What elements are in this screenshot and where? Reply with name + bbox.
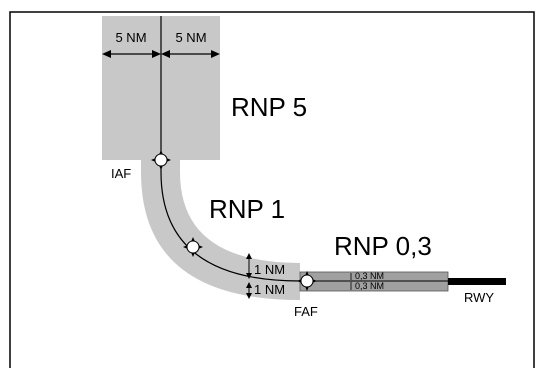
width-label-right: 5 NM <box>175 30 206 45</box>
iaf-waypoint-icon <box>151 150 171 170</box>
rnp1-width-label-upper: 1 NM <box>254 262 285 277</box>
rnp5-label: RNP 5 <box>231 92 307 122</box>
rnp1-label: RNP 1 <box>209 194 285 224</box>
diagram-frame <box>9 11 535 371</box>
iaf-label: IAF <box>111 166 131 181</box>
faf-waypoint-icon <box>297 271 317 291</box>
rnp03-width-label-upper: 0,3 NM <box>355 271 384 281</box>
rnp03-width-label-lower: 0,3 NM <box>355 281 384 291</box>
arrowhead <box>211 50 220 58</box>
intermediate-waypoint-icon <box>183 237 203 257</box>
runway <box>448 278 506 285</box>
rnp1-width-label-lower: 1 NM <box>254 282 285 297</box>
frame-mask-bottom <box>0 368 546 375</box>
rwy-label: RWY <box>464 290 494 305</box>
width-label-left: 5 NM <box>115 30 146 45</box>
faf-label: FAF <box>294 304 318 319</box>
arrowhead <box>102 50 111 58</box>
arrowhead <box>246 293 252 299</box>
arrowhead <box>161 50 170 58</box>
arrowhead <box>246 282 252 288</box>
arrowhead <box>246 273 252 279</box>
arrowhead <box>246 253 252 259</box>
arrowhead <box>152 50 161 58</box>
rnp1-area <box>141 160 300 300</box>
rnp03-label: RNP 0,3 <box>334 231 432 261</box>
